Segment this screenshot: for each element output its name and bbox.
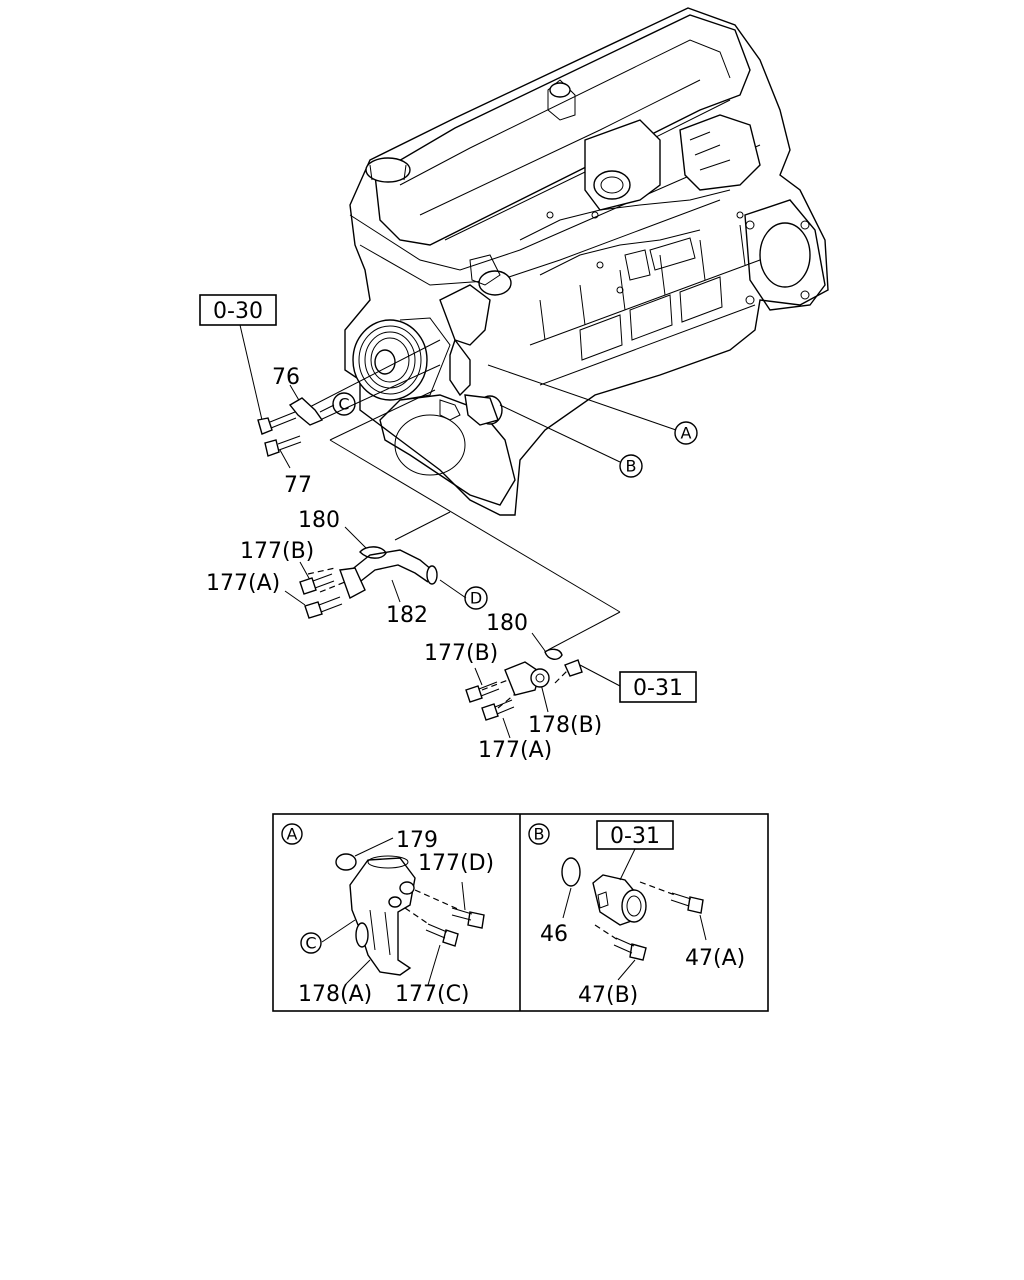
o-ring-179 xyxy=(335,853,357,871)
o-ring-46 xyxy=(561,857,581,887)
housing-178a xyxy=(349,855,416,976)
reference-box-030: 0-30 xyxy=(199,294,277,326)
reference-box-031-main: 0-31 xyxy=(619,671,697,703)
detail-b-reference-box: 0-31 xyxy=(596,820,674,850)
label-178a: 178(A) xyxy=(298,982,372,1007)
circle-b: B xyxy=(619,454,643,478)
circle-a: A xyxy=(674,421,698,445)
label-178b: 178(B) xyxy=(528,713,602,738)
label-46: 46 xyxy=(540,922,568,947)
circle-a-label: A xyxy=(681,424,692,443)
reference-label-030: 0-30 xyxy=(213,299,263,324)
bolt-77-upper xyxy=(257,411,297,435)
detail-a-tag-label: A xyxy=(287,825,298,844)
label-177b-lower: 177(B) xyxy=(424,641,498,666)
label-177a-lower: 177(A) xyxy=(478,738,552,763)
leader-lines xyxy=(239,324,677,739)
bolt-47b xyxy=(594,924,647,961)
detail-a-tag: A xyxy=(281,823,303,845)
circle-c-label: C xyxy=(338,395,349,414)
bolt-77-lower xyxy=(264,435,302,457)
small-parts xyxy=(257,397,583,721)
detail-b-tag-label: B xyxy=(534,825,545,844)
bolt-177c xyxy=(404,907,459,947)
circle-b-label: B xyxy=(626,457,637,476)
pipe-182 xyxy=(339,549,438,599)
bolt-177b-upper xyxy=(299,573,335,595)
reference-label-031: 0-31 xyxy=(633,676,683,701)
bolt-177a-lower xyxy=(481,699,515,721)
detail-a-circle-c-label: C xyxy=(305,934,316,953)
label-179: 179 xyxy=(396,828,438,853)
circle-c: C xyxy=(332,392,356,416)
bolt-177d xyxy=(414,889,485,929)
detail-b-reference-label: 0-31 xyxy=(610,824,660,849)
water-outlet xyxy=(592,874,647,926)
fitting-178b xyxy=(504,659,583,696)
label-180-upper: 180 xyxy=(298,508,340,533)
label-177c: 177(C) xyxy=(395,982,470,1007)
detail-frames xyxy=(272,813,769,1012)
part-labels: 76 77 180 177(B) 177(A) 182 180 177(B) 1… xyxy=(206,365,602,763)
engine-illustration xyxy=(344,7,829,516)
circle-d-label: D xyxy=(470,589,482,608)
label-177d: 177(D) xyxy=(418,851,494,876)
label-47b: 47(B) xyxy=(578,983,638,1008)
bolt-177a-upper xyxy=(304,596,343,619)
detail-a-circle-c: C xyxy=(300,932,322,954)
label-182: 182 xyxy=(386,603,428,628)
label-47a: 47(A) xyxy=(685,946,745,971)
circle-d: D xyxy=(464,586,488,610)
label-177a-upper: 177(A) xyxy=(206,571,280,596)
detail-b-tag: B xyxy=(528,823,550,845)
label-77: 77 xyxy=(284,473,312,498)
label-177b-upper: 177(B) xyxy=(240,539,314,564)
label-180-lower: 180 xyxy=(486,611,528,636)
detail-b: B 0-31 46 47(A xyxy=(528,820,745,1008)
detail-a: A C xyxy=(281,823,494,1007)
bolt-177b-lower xyxy=(465,681,500,703)
bolt-47a xyxy=(639,881,704,914)
label-76: 76 xyxy=(272,365,300,390)
